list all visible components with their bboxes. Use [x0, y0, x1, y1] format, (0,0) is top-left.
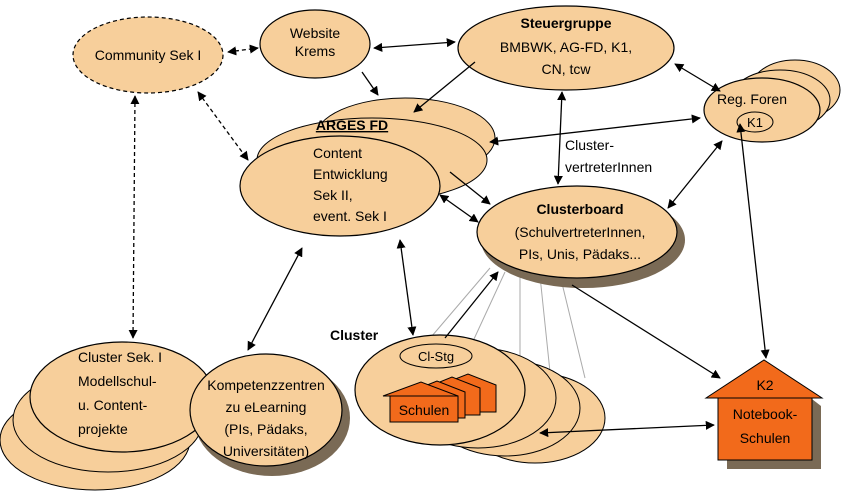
cluster-sek-line3: u. Content- [78, 397, 148, 413]
k2-line1: Notebook- [733, 406, 798, 422]
arges-line1: Content [313, 145, 362, 161]
community-label: Community Sek I [95, 47, 202, 63]
node-arges: ARGES FD Content Entwicklung Sek II, eve… [239, 97, 496, 237]
steuergruppe-line2: CN, tcw [542, 61, 592, 77]
website-line1: Website [290, 25, 341, 41]
label-clustervertreter: Cluster- vertreterInnen [565, 137, 652, 175]
steuergruppe-title: Steuergruppe [520, 15, 611, 31]
kompetenz-line2: zu eLearning [226, 399, 307, 415]
arges-line4: event. Sek I [313, 208, 387, 224]
clustervertreter-line2: vertreterInnen [565, 159, 652, 175]
clusterboard-title: Clusterboard [536, 201, 623, 217]
node-cluster-stack: Cl-Stg Schulen [354, 334, 606, 464]
clusterboard-line2: PIs, Unis, Pädaks... [519, 246, 641, 262]
steuergruppe-line1: BMBWK, AG-FD, K1, [500, 39, 632, 55]
kompetenz-line3: (PIs, Pädaks, [224, 421, 307, 437]
k2-line2: Schulen [740, 430, 791, 446]
arges-line2: Entwicklung [313, 166, 388, 182]
node-regforen: Reg. Foren K1 [703, 59, 841, 143]
website-line2: Krems [295, 43, 335, 59]
node-clusterboard: Clusterboard (SchulvertreterInnen, PIs, … [476, 185, 685, 288]
kompetenz-line1: Kompetenzzentren [207, 377, 325, 393]
clstg-badge: Cl-Stg [418, 349, 454, 364]
node-steuergruppe: Steuergruppe BMBWK, AG-FD, K1, CN, tcw [457, 5, 675, 91]
regforen-badge: K1 [747, 115, 763, 130]
schulen-label: Schulen [399, 402, 450, 418]
node-k2: K2 Notebook- Schulen [704, 359, 824, 469]
regforen-label: Reg. Foren [717, 91, 787, 107]
arges-line3: Sek II, [313, 187, 353, 203]
cluster-sek-line2: Modellschul- [78, 373, 157, 389]
cluster-label: Cluster [330, 327, 379, 343]
connector-arrows [128, 38, 770, 438]
node-website: Website Krems [259, 9, 371, 79]
houses-icon [382, 373, 497, 423]
clustervertreter-line1: Cluster- [565, 137, 614, 153]
node-kompetenz: Kompetenzzentren zu eLearning (PIs, Päda… [189, 353, 350, 476]
node-cluster-sek: Cluster Sek. I Modellschul- u. Content- … [0, 341, 215, 491]
arges-title: ARGES FD [316, 117, 388, 133]
kompetenz-line4: Universitäten) [223, 443, 309, 459]
k2-title: K2 [756, 377, 773, 393]
clusterboard-line1: (SchulvertreterInnen, [515, 224, 646, 240]
node-community: Community Sek I [72, 16, 224, 94]
cluster-sek-line4: projekte [78, 421, 128, 437]
cluster-sek-line1: Cluster Sek. I [78, 349, 162, 365]
